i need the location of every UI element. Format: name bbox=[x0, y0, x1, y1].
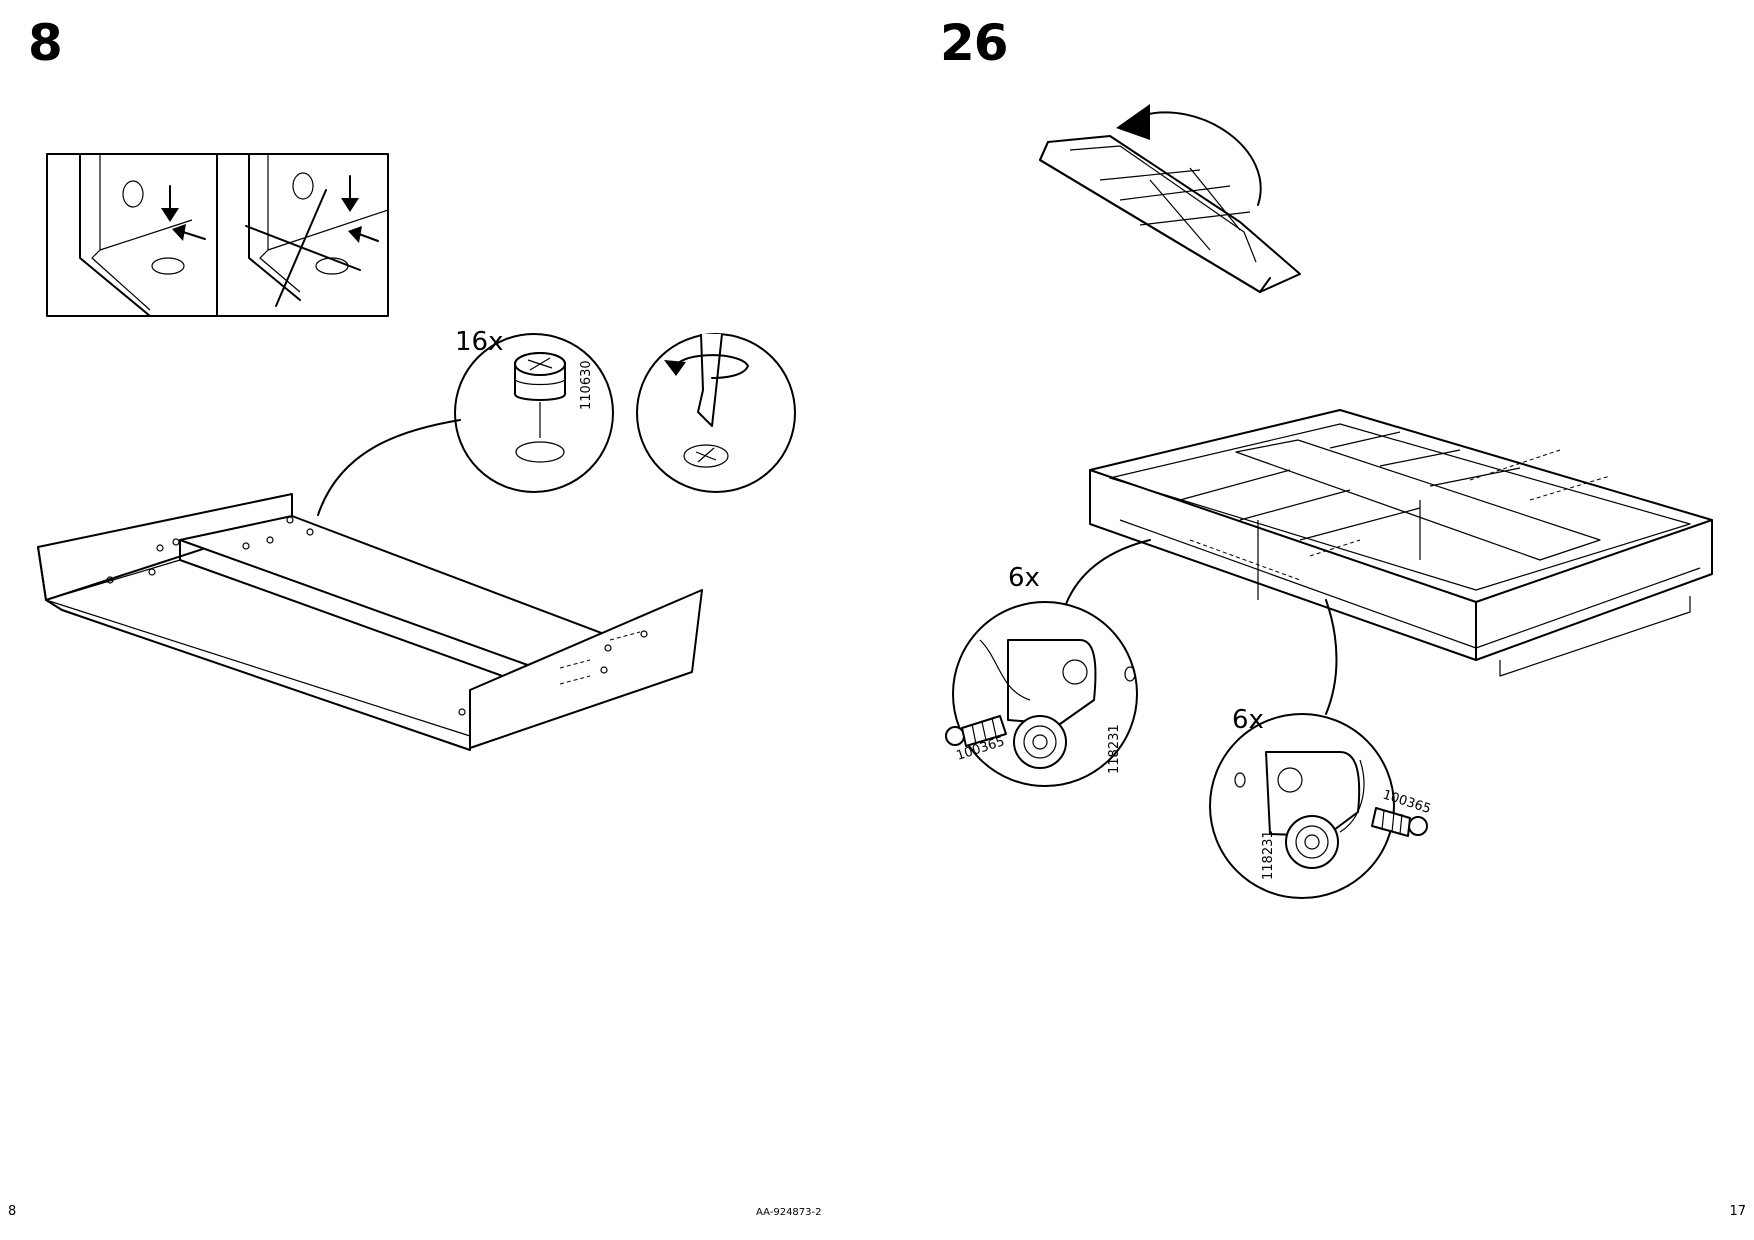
flip-over-illustration bbox=[1039, 104, 1301, 293]
screw-icon bbox=[1371, 807, 1428, 837]
page-number-left: 8 bbox=[8, 1204, 17, 1219]
corner-bracket-icon bbox=[1234, 751, 1365, 869]
bed-base-frame-assembly bbox=[37, 493, 703, 751]
incorrect-orientation-panel bbox=[245, 153, 389, 307]
correct-orientation-panel bbox=[79, 153, 206, 317]
bracket-part-number-left: 118231 bbox=[1107, 724, 1122, 774]
arrow-left-icon bbox=[172, 224, 206, 241]
arrow-down-icon bbox=[341, 175, 359, 212]
bracket-quantity-left: 6x bbox=[1008, 563, 1040, 593]
arrow-down-icon bbox=[161, 185, 179, 222]
cam-lock-part-number: 110630 bbox=[579, 360, 594, 410]
cross-out-icon bbox=[245, 189, 361, 307]
corner-bracket-icon bbox=[979, 639, 1136, 769]
cam-lock-icon bbox=[514, 352, 566, 463]
assembled-bed-frame bbox=[1089, 409, 1713, 677]
step-number-left: 8 bbox=[28, 14, 63, 72]
rotate-arrow-icon bbox=[1116, 104, 1150, 140]
screwdriver-turn-icon bbox=[664, 333, 749, 468]
cam-lock-callout: 110630 16x bbox=[317, 327, 796, 516]
step-number-right: 26 bbox=[940, 14, 1009, 72]
bracket-callout-left: 6x 100365 118231 bbox=[945, 539, 1151, 787]
bracket-quantity-right: 6x bbox=[1232, 705, 1264, 735]
arrow-left-icon bbox=[348, 226, 379, 243]
orientation-detail-panels bbox=[46, 153, 389, 317]
bracket-part-number-right: 118231 bbox=[1261, 830, 1276, 880]
cam-lock-quantity: 16x bbox=[455, 327, 503, 357]
bracket-callout-right: 6x 100365 118231 bbox=[1209, 599, 1433, 899]
screw-icon bbox=[945, 715, 1007, 747]
page-number-right: 17 bbox=[1729, 1204, 1746, 1219]
document-id: AA-924873-2 bbox=[756, 1207, 822, 1218]
